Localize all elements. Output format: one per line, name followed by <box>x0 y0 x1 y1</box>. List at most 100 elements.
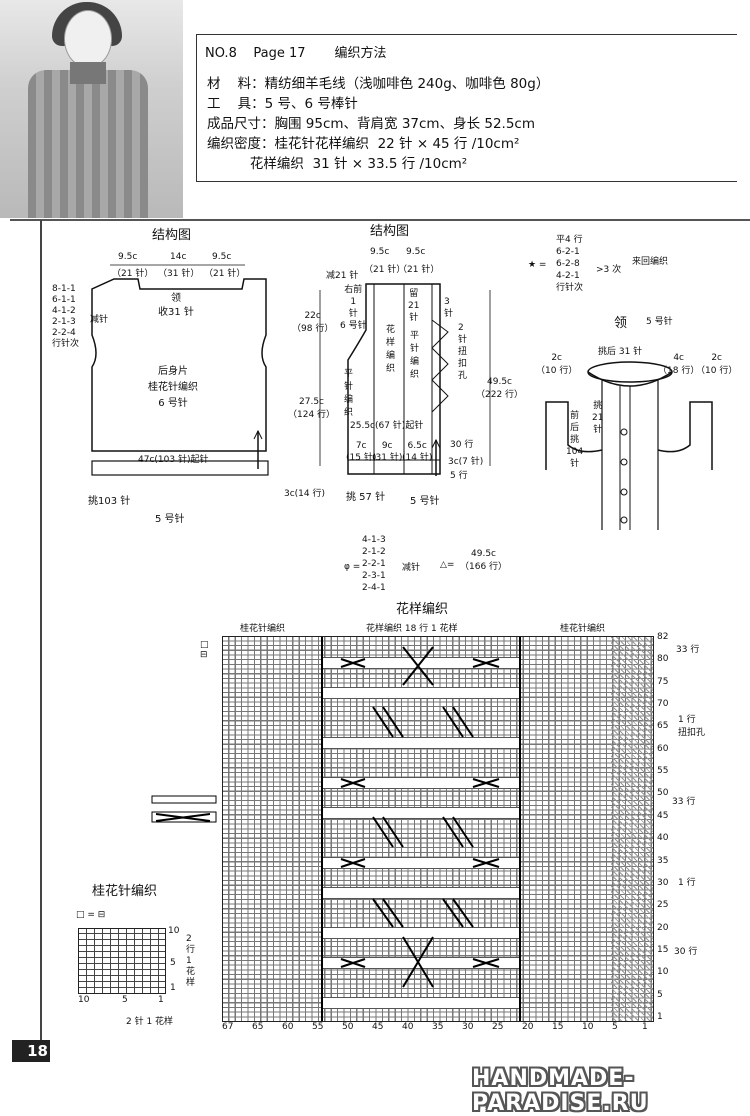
seed-x10: 10 <box>78 995 90 1005</box>
seed-legend: □ = ⊟ <box>76 910 106 920</box>
cable-row <box>323 777 521 789</box>
section-divider <box>321 637 323 1021</box>
front-sts-1: （21 针） <box>364 265 406 275</box>
y-tick-label: 10 <box>657 967 669 978</box>
y-tick-label: 50 <box>657 788 669 799</box>
pattern-number: NO.8 <box>205 46 237 61</box>
materials-line: 材 料：精纺细羊毛线（浅咖啡色 240g、咖啡色 80g） <box>207 76 550 92</box>
cable-row <box>323 997 521 1009</box>
cable-row <box>323 857 521 869</box>
y-tick-label: 25 <box>657 900 669 911</box>
x-tick-label: 40 <box>402 1022 414 1032</box>
front-5-rows: 5 行 <box>450 471 468 481</box>
x-tick-label: 15 <box>552 1022 564 1032</box>
rows-30: 30 行 <box>674 947 698 957</box>
front-w65: 6.5c (14 针) <box>402 441 433 463</box>
seed-x5: 5 <box>122 995 128 1005</box>
x-tick-label: 60 <box>282 1022 294 1032</box>
front-width-1: 9.5c <box>370 247 390 257</box>
front-rib-height: 3c(14 行) <box>284 489 326 499</box>
front-w7: 7c (15 针) <box>346 441 377 463</box>
back-shoulder-width: 9.5c <box>118 252 138 262</box>
front-width-2: 9.5c <box>406 247 426 257</box>
left-rule <box>40 220 42 1040</box>
cable-row <box>323 657 521 669</box>
seed-rows-note: 2 行 1 花 样 <box>186 934 196 988</box>
front-sts-2: （21 针） <box>398 265 440 275</box>
collar-star-legend: ★ = <box>528 260 547 270</box>
front-30-rows: 30 行 <box>450 440 474 450</box>
seed-repeat-note: 2 针 1 花样 <box>126 1017 174 1027</box>
y-tick-label: 5 <box>657 989 663 1000</box>
back-piece-label: 后身片 桂花针编织 6 号针 <box>148 366 198 409</box>
gauge-line-2: 花样编织 31 针 × 33.5 行 /10cm² <box>207 156 468 172</box>
face <box>64 10 112 68</box>
pattern-chart-grid <box>222 636 654 1022</box>
triangle-value: 49.5c （166 行） <box>460 549 508 572</box>
section-divider <box>519 637 521 1021</box>
section-seed-right: 桂花针编织 <box>560 624 606 634</box>
y-tick-label: 82 <box>657 632 669 642</box>
y-tick-label: 45 <box>657 810 669 821</box>
y-tick-label: 40 <box>657 833 669 844</box>
sweater <box>28 70 148 218</box>
collar-front-pickup: 前 后 挑 104 针 <box>566 411 584 469</box>
cable-row <box>323 887 521 899</box>
x-tick-label: 5 <box>612 1022 618 1032</box>
front-height-upper: 22c （98 行） <box>292 311 334 334</box>
back-shoulder2-width: 9.5c <box>212 252 232 262</box>
seed-stitch-title: 桂花针编织 <box>92 884 158 899</box>
triangle-legend: △= <box>440 560 455 570</box>
rows-1-buttonhole: 1 行 扭扣孔 <box>678 715 706 738</box>
x-tick-label: 67 <box>222 1022 234 1032</box>
rows-1: 1 行 <box>678 878 696 888</box>
back-neck-width: 14c <box>170 252 187 262</box>
front-pickup-57: 挑 57 针 <box>346 492 386 503</box>
seed-y10: 10 <box>168 926 180 936</box>
cable-row <box>323 807 521 819</box>
front-cast-on: 25.5c(67 针)起针 <box>350 421 424 431</box>
cable-row <box>323 927 521 939</box>
size-line: 成品尺寸：胸围 95cm、背肩宽 37cm、身长 52.5cm <box>207 116 536 132</box>
collar-width-mid: 4c （18 行） <box>658 353 700 376</box>
seed-y1: 1 <box>170 983 176 993</box>
phi-decrease-label: 减针 <box>402 563 421 573</box>
section-cable: 花样编织 18 行 1 花样 <box>366 624 458 634</box>
collar-pickup-21: 挑 21 针 <box>592 401 604 435</box>
x-tick-label: 45 <box>372 1022 384 1032</box>
collar <box>70 62 106 84</box>
cable-symbol-legend <box>151 795 217 823</box>
back-piece-outline <box>91 264 269 476</box>
front-decrease-21: 减21 针 <box>326 271 359 281</box>
y-tick-label: 55 <box>657 766 669 777</box>
header-line: NO.8 Page 17 编织方法 <box>205 42 386 61</box>
x-tick-label: 50 <box>342 1022 354 1032</box>
y-tick-label: 35 <box>657 855 669 866</box>
page-ref: Page 17 <box>253 46 306 61</box>
top-rule <box>10 219 750 221</box>
rows-33-top: 33 行 <box>676 645 700 655</box>
phi-legend: φ = <box>344 562 361 572</box>
front-3c: 3c(7 针) <box>448 457 484 467</box>
method-title: 编织方法 <box>334 46 387 61</box>
front-flat-label: 平 针 编 织 <box>410 331 420 380</box>
collar-pickup-back: 挑后 31 针 <box>598 347 643 357</box>
x-tick-label: 65 <box>252 1022 264 1032</box>
watermark: HANDMADE-PARADISE.RU <box>472 1066 649 1116</box>
front-piece-outline <box>319 283 491 476</box>
y-tick-label: 20 <box>657 922 669 933</box>
collar-title: 领 <box>614 316 628 331</box>
back-neck-sts: （31 针） <box>158 269 200 279</box>
info-box <box>196 34 737 182</box>
front-diagram-title: 结构图 <box>370 224 410 239</box>
cable-row <box>323 737 521 749</box>
front-leave-21: 留 21 针 <box>408 289 420 323</box>
front-three-sts: 3 针 <box>444 297 454 319</box>
model-photo <box>0 0 183 218</box>
pattern-chart-title: 花样编织 <box>396 602 449 617</box>
seed-x1: 1 <box>158 995 164 1005</box>
back-shoulder-sts: （21 针） <box>112 269 154 279</box>
cable-crossings <box>340 646 500 988</box>
tools-line: 工 具：5 号、6 号棒针 <box>207 96 358 112</box>
